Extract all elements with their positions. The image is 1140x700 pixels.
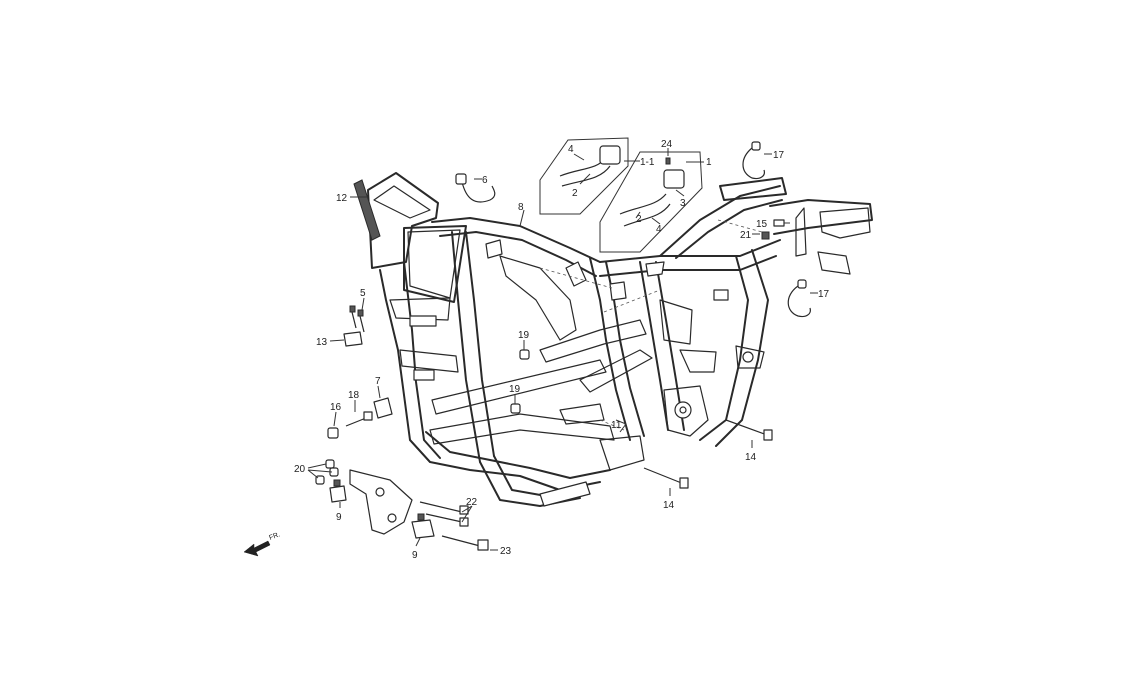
callout-4-upper: 4: [568, 144, 574, 155]
callout-1-1: 1-1: [640, 157, 655, 168]
callout-23: 23: [500, 546, 512, 557]
part-12-strip: [353, 179, 381, 241]
callout-19-lower: 19: [509, 384, 521, 395]
callout-4-lower: 4: [656, 224, 662, 235]
part-9-mount-right: [411, 513, 435, 539]
part-15-bolt: [773, 219, 785, 227]
part-14-bolt-right: [725, 419, 773, 441]
front-label: FR.: [268, 531, 281, 541]
part-20-nuts: [315, 459, 339, 485]
callout-14-lower: 14: [663, 500, 675, 511]
part-5-screws: [349, 305, 365, 333]
part-22-bolts: [419, 501, 469, 527]
part-17-clip-upper: [742, 141, 765, 180]
callout-17-upper: 17: [773, 150, 785, 161]
callout-12: 12: [336, 193, 348, 204]
callout-13: 13: [316, 337, 328, 348]
part-24-screw: [665, 157, 671, 165]
part-23-bolt: [441, 535, 489, 551]
callout-3: 3: [680, 198, 686, 209]
part-19-nut-lower: [510, 403, 521, 414]
callout-15: 15: [756, 219, 768, 230]
callout-1: 1: [706, 157, 712, 168]
front-arrow-icon: [243, 540, 271, 557]
callout-labels: 12 6 8 4 2 1-1 24 1 3 2 4 17 15 21 17 5 …: [294, 139, 830, 561]
part-17-clip-lower: [787, 279, 811, 318]
part-13-plate: [343, 331, 363, 347]
part-21-nut: [761, 231, 770, 240]
callout-21: 21: [740, 230, 752, 241]
callout-16: 16: [330, 402, 342, 413]
callout-22: 22: [466, 497, 478, 508]
part-18-bolt: [345, 411, 373, 427]
callout-2-lower: 2: [636, 214, 642, 225]
leader-lines: [307, 148, 818, 551]
callout-7: 7: [375, 376, 381, 387]
engine-hanger-bracket: [349, 469, 413, 535]
callout-19-upper: 19: [518, 330, 530, 341]
part-7-bushing: [373, 397, 393, 419]
part-6-harness-clip: [455, 173, 496, 203]
callout-17-lower: 17: [818, 289, 830, 300]
callout-14-right: 14: [745, 452, 757, 463]
callout-6: 6: [482, 175, 488, 186]
callout-9-left: 9: [336, 512, 342, 523]
callout-18: 18: [348, 390, 360, 401]
callout-9-right: 9: [412, 550, 418, 561]
callout-20: 20: [294, 464, 306, 475]
part-1-1-group: [539, 137, 629, 215]
part-1-group: [599, 151, 703, 253]
callout-8: 8: [518, 202, 524, 213]
callout-5: 5: [360, 288, 366, 299]
front-direction-indicator: FR.: [243, 531, 281, 557]
callout-2-upper: 2: [572, 188, 578, 199]
main-frame: [367, 172, 873, 507]
callout-24: 24: [661, 139, 673, 150]
part-9-mount-left: [329, 479, 347, 503]
part-16-nut: [327, 427, 339, 439]
part-19-nut-upper: [519, 349, 530, 360]
callout-11: 11: [611, 420, 622, 431]
part-14-bolt-lower: [643, 467, 689, 489]
